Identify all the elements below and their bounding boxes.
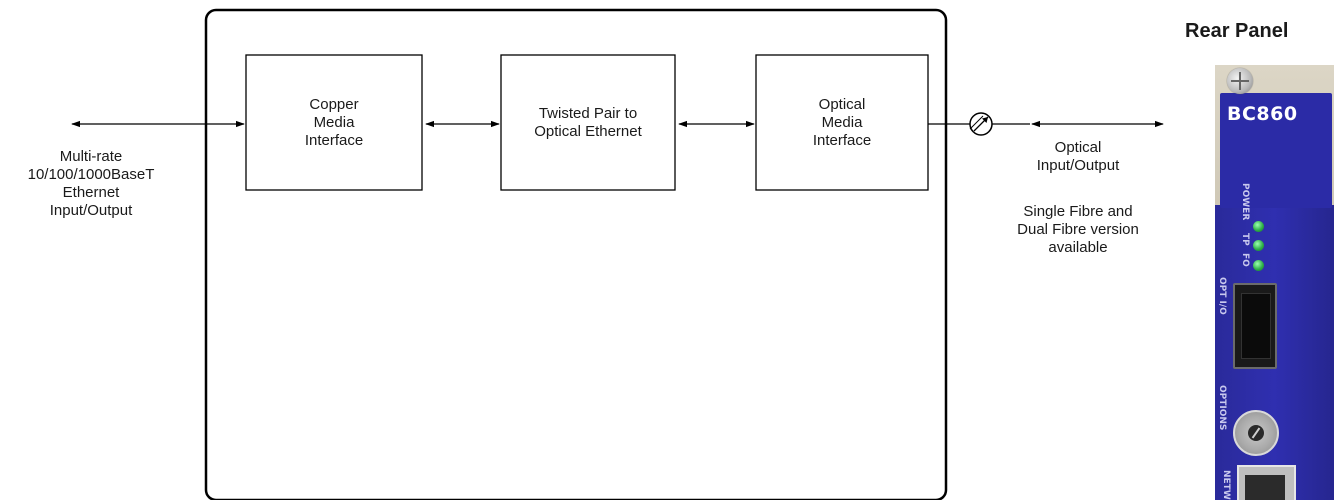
ethernet-io-label: Multi-rate 10/100/1000BaseT Ethernet Inp… xyxy=(27,148,155,219)
netw-label: NETW xyxy=(1221,470,1231,500)
card-blue-panel xyxy=(1220,93,1332,208)
power-label: POWER xyxy=(1240,183,1250,221)
model-label: BC860 xyxy=(1227,103,1298,125)
power-led xyxy=(1253,221,1264,232)
optical-block xyxy=(755,54,929,191)
rear-panel-title: Rear Panel xyxy=(1185,20,1289,42)
sfp-port xyxy=(1233,283,1277,369)
options-dial-icon xyxy=(1233,410,1279,456)
enclosure-box xyxy=(204,8,948,500)
fo-label: FO xyxy=(1240,253,1250,267)
opt-io-label: OPT I/O xyxy=(1217,277,1227,315)
screw-icon xyxy=(1227,68,1253,94)
fo-led xyxy=(1253,260,1264,271)
copper-media-interface-label: Copper Media Interface xyxy=(304,95,364,149)
options-label: OPTIONS xyxy=(1217,385,1227,431)
copper-block xyxy=(245,54,423,191)
rj45-port-icon xyxy=(1237,465,1296,500)
twisted-pair-label: Twisted Pair to Optical Ethernet xyxy=(534,104,642,140)
optical-media-interface-label: Optical Media Interface xyxy=(812,95,872,149)
fibre-version-note: Single Fibre and Dual Fibre version avai… xyxy=(1017,203,1139,256)
tp-label: TP xyxy=(1240,233,1250,246)
rear-panel-card: BC860 POWER TP FO OPT I/O OPTIONS NETW xyxy=(1215,65,1334,500)
twisted-block xyxy=(500,54,676,191)
tp-led xyxy=(1253,240,1264,251)
optical-io-label: Optical Input/Output xyxy=(1036,139,1120,174)
optical-connector-icon xyxy=(969,112,993,136)
